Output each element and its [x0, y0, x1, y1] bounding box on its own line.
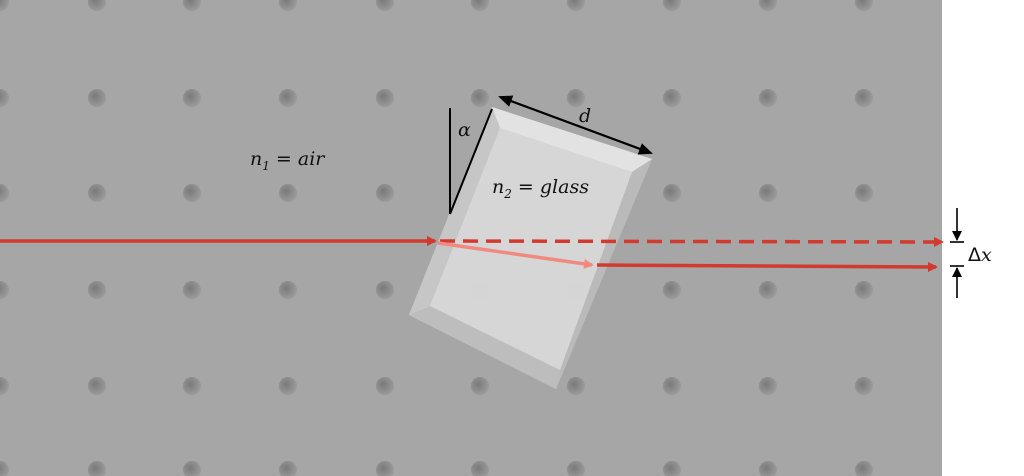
- table-hole: [279, 0, 297, 11]
- table-hole: [279, 89, 297, 107]
- table-hole: [376, 461, 394, 476]
- table-hole: [376, 377, 394, 395]
- table-hole: [759, 461, 777, 476]
- table-hole: [759, 377, 777, 395]
- table-hole: [759, 281, 777, 299]
- table-hole: [855, 461, 873, 476]
- table-hole: [663, 0, 681, 11]
- table-hole: [183, 89, 201, 107]
- table-hole: [471, 0, 489, 11]
- table-hole: [183, 377, 201, 395]
- table-hole: [471, 89, 489, 107]
- table-hole: [855, 281, 873, 299]
- table-hole: [183, 461, 201, 476]
- table-hole: [759, 0, 777, 11]
- d-dimension-arrow: [498, 95, 653, 155]
- table-hole: [88, 89, 106, 107]
- table-hole: [855, 377, 873, 395]
- table-hole: [663, 377, 681, 395]
- table-hole: [663, 184, 681, 202]
- table-hole: [88, 0, 106, 11]
- table-hole: [376, 89, 394, 107]
- d-label: d: [579, 105, 591, 127]
- table-hole: [279, 184, 297, 202]
- table-hole: [88, 377, 106, 395]
- table-hole: [855, 89, 873, 107]
- n2-label: n2 = glass: [492, 176, 589, 201]
- table-hole: [88, 461, 106, 476]
- table-hole: [376, 0, 394, 11]
- table-hole: [855, 184, 873, 202]
- table-hole: [663, 89, 681, 107]
- table-hole: [855, 0, 873, 11]
- table-hole: [183, 184, 201, 202]
- table-hole: [0, 89, 9, 107]
- table-hole: [0, 461, 9, 476]
- table-hole: [663, 281, 681, 299]
- alpha-label: α: [458, 119, 471, 141]
- table-hole: [183, 281, 201, 299]
- table-hole: [0, 0, 9, 11]
- table-hole: [567, 0, 585, 11]
- refracted-beam: [437, 241, 594, 269]
- table-hole: [567, 461, 585, 476]
- table-hole: [759, 184, 777, 202]
- delta-x-marker: [950, 208, 964, 298]
- table-hole: [376, 281, 394, 299]
- exit-beam: [596, 261, 938, 272]
- table-hole: [88, 281, 106, 299]
- table-hole: [663, 461, 681, 476]
- table-hole: [183, 0, 201, 11]
- table-holes: [0, 0, 873, 476]
- table-hole: [759, 89, 777, 107]
- table-hole: [279, 461, 297, 476]
- table-hole: [279, 377, 297, 395]
- slab-face-line: [449, 108, 493, 215]
- n1-label: n1 = air: [250, 148, 326, 173]
- table-hole: [376, 184, 394, 202]
- table-hole: [0, 184, 9, 202]
- table-hole: [279, 281, 297, 299]
- table-hole: [471, 377, 489, 395]
- table-hole: [567, 377, 585, 395]
- table-hole: [0, 281, 9, 299]
- table-hole: [471, 461, 489, 476]
- table-hole: [88, 184, 106, 202]
- undeviated-reference-beam: [439, 236, 944, 247]
- table-hole: [0, 377, 9, 395]
- delta-x-label: Δx: [968, 244, 992, 266]
